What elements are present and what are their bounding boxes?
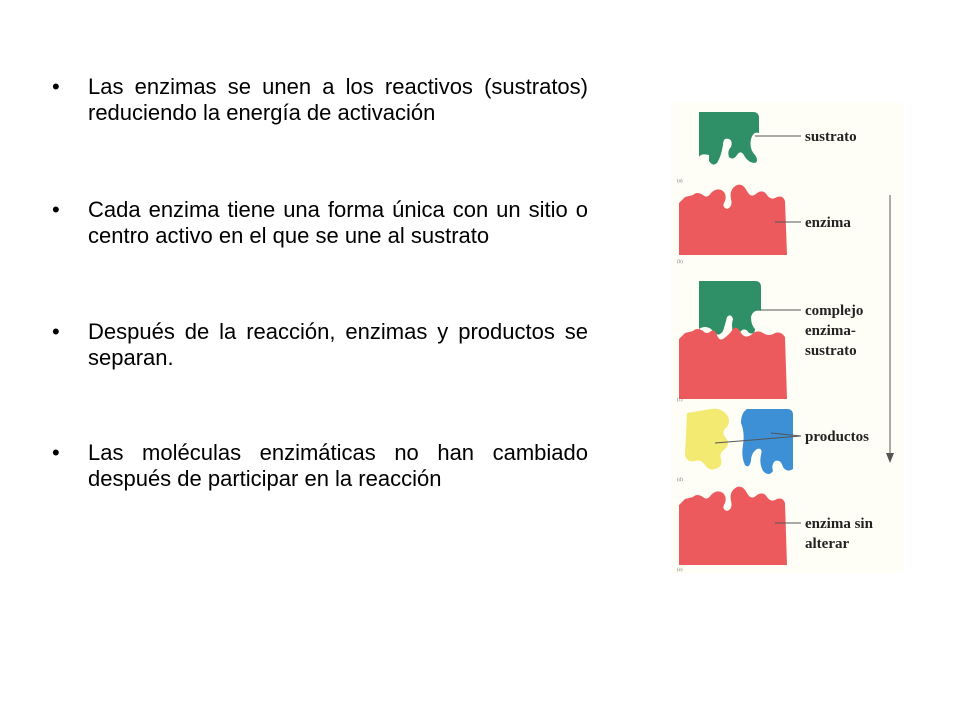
panel-mark-e: (e)	[677, 568, 683, 573]
bullet-item: Las moléculas enzimáticas no han cambiad…	[52, 440, 588, 492]
process-arrow-head	[886, 453, 894, 463]
label-sustrato: sustrato	[805, 129, 857, 145]
label-complejo-2: enzima-	[805, 323, 856, 339]
enzyme-diagram-svg: (a) (b) (c) (d) (e) sustrato enzima comp…	[677, 112, 894, 573]
panel-mark-c: (c)	[677, 398, 683, 403]
panel-mark-d: (d)	[677, 478, 683, 483]
complex-substrate-shape	[699, 281, 761, 335]
product-blue-shape	[741, 409, 793, 474]
complex-enzyme-shape	[679, 327, 787, 399]
bullet-item: Después de la reacción, enzimas y produc…	[52, 319, 588, 371]
label-enzima: enzima	[805, 215, 851, 231]
substrate-shape	[699, 112, 759, 165]
label-productos: productos	[805, 429, 869, 445]
bullet-list: Las enzimas se unen a los reactivos (sus…	[52, 74, 588, 492]
bullet-item: Las enzimas se unen a los reactivos (sus…	[52, 74, 588, 126]
label-enzima-sin-2: alterar	[805, 536, 849, 552]
product-yellow-shape	[685, 408, 729, 470]
enzyme-unaltered-shape	[679, 486, 787, 565]
enzyme-shape	[679, 184, 787, 255]
bullet-item: Cada enzima tiene una forma única con un…	[52, 197, 588, 249]
label-enzima-sin-1: enzima sin	[805, 516, 874, 532]
leader-line-productos-2	[770, 432, 802, 437]
label-complejo-1: complejo	[805, 303, 863, 319]
panel-mark-b: (b)	[677, 260, 683, 265]
label-complejo-3: sustrato	[805, 343, 857, 359]
enzyme-diagram: (a) (b) (c) (d) (e) sustrato enzima comp…	[671, 103, 904, 573]
leader-line-productos-1	[714, 435, 802, 444]
panel-mark-a: (a)	[677, 179, 683, 184]
